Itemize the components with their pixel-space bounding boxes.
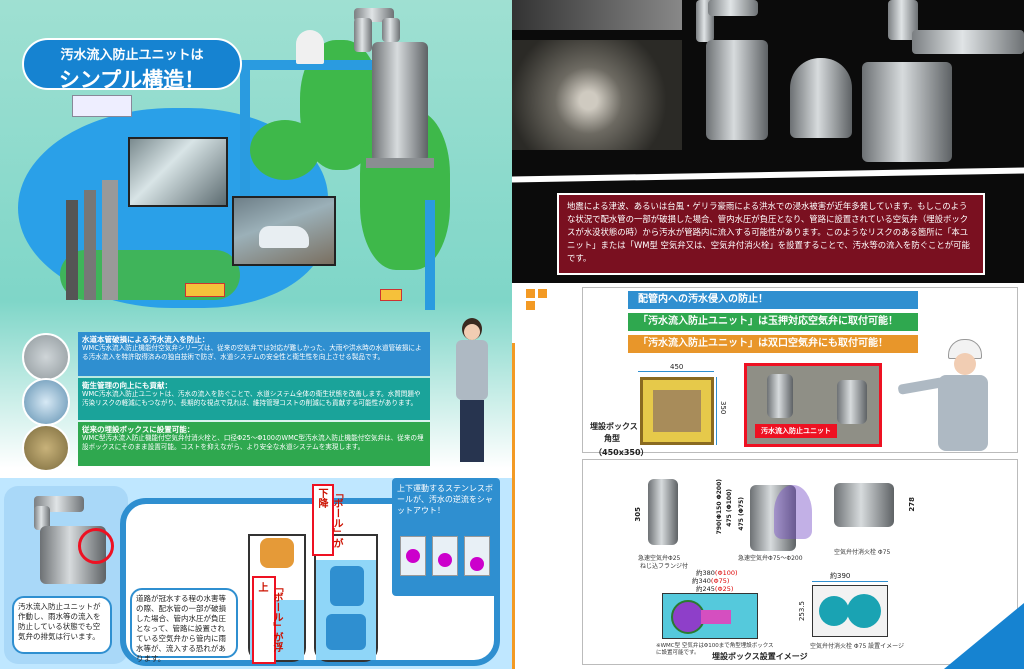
right-bottom-section: 配管内への汚水侵入の防止！ 「汚水流入防止ユニット」は玉押対応空気弁に取付可能！…	[512, 283, 1024, 669]
info-box-2: 衛生管理の向上にも貢献： WMC汚水流入防止ユニットは、汚水の流入を防ぐことで、…	[78, 378, 430, 420]
caption-valve-25: 急速空気弁Φ25	[638, 555, 681, 562]
unit-tag: 汚水流入防止ユニット	[755, 424, 837, 438]
height-305: 305	[634, 507, 642, 522]
info-body-2: WMC汚水流入防止ユニットは、汚水の流入を防ぐことで、水道システム全体の衛生状態…	[82, 390, 421, 407]
height-475b: 475 (Φ75)	[738, 497, 745, 531]
stainless-note-panel: 上下運動するステンレスボールが、汚水の逆流をシャットアウト！	[392, 478, 500, 596]
dim-350: 350	[719, 401, 727, 415]
unit-pipe	[34, 506, 50, 530]
photo-large-unit	[862, 62, 952, 162]
dim-380: 約380(Φ100)	[696, 569, 738, 577]
channel	[425, 200, 435, 310]
worker-helmet-illustration	[897, 337, 1008, 451]
box-circle-image	[22, 424, 70, 472]
caption-valve-25b: ねじ込フランジ付	[640, 563, 689, 570]
stainless-note: 上下運動するステンレスボールが、汚水の逆流をシャットアウト！	[397, 484, 493, 515]
valve-flange	[366, 158, 434, 168]
dim-340: 約340(Φ75)	[692, 577, 730, 585]
flood-photo-top	[512, 0, 682, 30]
bar-prevention: 配管内への汚水侵入の防止！	[628, 291, 918, 309]
caption-valve-75-200: 急速空気弁Φ75～Φ200	[738, 555, 803, 562]
lab-circle-image	[22, 378, 70, 426]
dim-253-5: 253.5	[798, 601, 806, 622]
height-790: 790(Φ150 Φ200)	[716, 479, 723, 535]
flood-manhole-photo	[128, 137, 228, 207]
ball-up-label: 「ボール」が浮上	[256, 582, 282, 652]
flood-risk-notice: 地震による津波、あるいは台風・ゲリラ豪雨による洪水での浸水被害が近年多発していま…	[557, 193, 985, 275]
valve-25	[648, 479, 678, 545]
info-body-1: WMC汚水流入防止機能付空気弁シリーズは、従来の空気弁では対応が難しかった、大雨…	[82, 344, 422, 361]
channel	[248, 60, 378, 70]
worker-illustration	[452, 318, 492, 470]
tower	[66, 200, 78, 300]
left-bottom-section: 汚水流入防止ユニットが作動し、雨水等の流入を防止している状態でも空気弁の排気は行…	[0, 478, 512, 669]
dim-450: 450	[670, 363, 684, 371]
info-heading-1: 水道本管破損による汚水流入を防止：	[82, 335, 210, 344]
building	[72, 95, 132, 117]
flooded-street-photo	[232, 196, 336, 266]
caption-hydrant-image: 空気弁付消火栓 Φ75 設置イメージ	[810, 643, 905, 650]
unit-install-photo: 汚水流入防止ユニット	[744, 363, 882, 447]
house	[185, 283, 225, 297]
speech-bubble-2: 道路が冠水する程の水害等の際、配水管の一部が破損した場合、管内水圧が負圧となって…	[130, 588, 238, 663]
air-valve	[372, 42, 428, 162]
tower	[102, 180, 118, 300]
info-box-3: 従来の埋設ボックスに設置可能： WMC型汚水流入防止機能付空気弁付消火栓と、口径…	[78, 422, 430, 466]
torn-edge	[512, 167, 1024, 183]
flood-water-photo	[512, 40, 682, 150]
headline-pill: 汚水流入防止ユニットは シンプル構造！	[22, 38, 242, 92]
channel	[240, 60, 250, 220]
box-photo	[640, 377, 714, 445]
valve-75-200	[750, 485, 796, 551]
hydrant-valve	[834, 483, 894, 527]
dim-line	[638, 371, 714, 372]
tower	[84, 190, 96, 300]
footer-caption: 埋設ボックス設置イメージ	[712, 652, 808, 661]
photo-air-valve	[706, 40, 768, 140]
dim-390: 約390	[830, 572, 851, 580]
box-size: （450x350）	[594, 448, 649, 457]
bar-double-valve: 「汚水流入防止ユニット」は双口空気弁にも取付可能！	[628, 335, 918, 353]
bar-push-valve: 「汚水流入防止ユニット」は玉押対応空気弁に取付可能！	[628, 313, 918, 331]
photo-valve-pipe	[708, 0, 758, 16]
highlight-circle	[78, 528, 114, 564]
info-body-3: WMC型汚水流入防止機能付空気弁付消火栓と、口径Φ25～Φ100のWMC型汚水流…	[82, 434, 424, 451]
valve-pipe	[354, 18, 372, 52]
arrow-down: 「ボール」が下降	[312, 484, 342, 556]
info-heading-2: 衛生管理の向上にも貢献：	[82, 381, 172, 390]
deco-corner	[944, 603, 1024, 669]
box-label-1: 埋設ボックス	[590, 422, 638, 431]
speech-bubble-1: 汚水流入防止ユニットが作動し、雨水等の流入を防止している状態でも空気弁の排気は行…	[12, 596, 112, 654]
ball-down-label: 「ボール」が下降	[316, 488, 342, 548]
dim-line	[716, 377, 717, 445]
valve-overlay	[774, 485, 812, 539]
note-wmc: ※WMC型 空気弁はΦ100まで角型埋設ボックスに設置可能です。	[656, 643, 774, 656]
dim-245: 約245(Φ25)	[696, 585, 734, 593]
box-top-view-1	[662, 593, 758, 639]
caption-hydrant: 空気弁付消火栓 Φ75	[834, 549, 891, 556]
box-top-view-2	[812, 585, 888, 637]
deco-square	[538, 289, 547, 298]
info-heading-3: 従来の埋設ボックスに設置可能：	[82, 425, 195, 434]
valve-pipe	[382, 18, 400, 42]
info-box-1: 水道本管破損による汚水流入を防止： WMC汚水流入防止機能付空気弁シリーズは、従…	[78, 332, 430, 376]
deco-line	[512, 343, 515, 669]
headline-line1: 汚水流入防止ユニットは	[60, 48, 204, 63]
photo-double-valve	[790, 58, 852, 138]
height-475a: 475 (Φ100)	[726, 489, 733, 527]
valve-circle-image	[22, 333, 70, 381]
house	[380, 289, 402, 301]
headline-line2: シンプル構造！	[58, 68, 206, 92]
tank-right	[314, 534, 378, 662]
dim-line	[812, 581, 888, 582]
photo-large-pipe	[912, 30, 1024, 54]
car	[259, 226, 309, 248]
tank-building	[296, 30, 324, 64]
deco-square	[526, 301, 535, 310]
deco-square	[526, 289, 535, 298]
arrow-up: 「ボール」が浮上	[252, 576, 282, 664]
height-278: 278	[908, 497, 916, 512]
box-label-2: 角型	[604, 434, 620, 443]
